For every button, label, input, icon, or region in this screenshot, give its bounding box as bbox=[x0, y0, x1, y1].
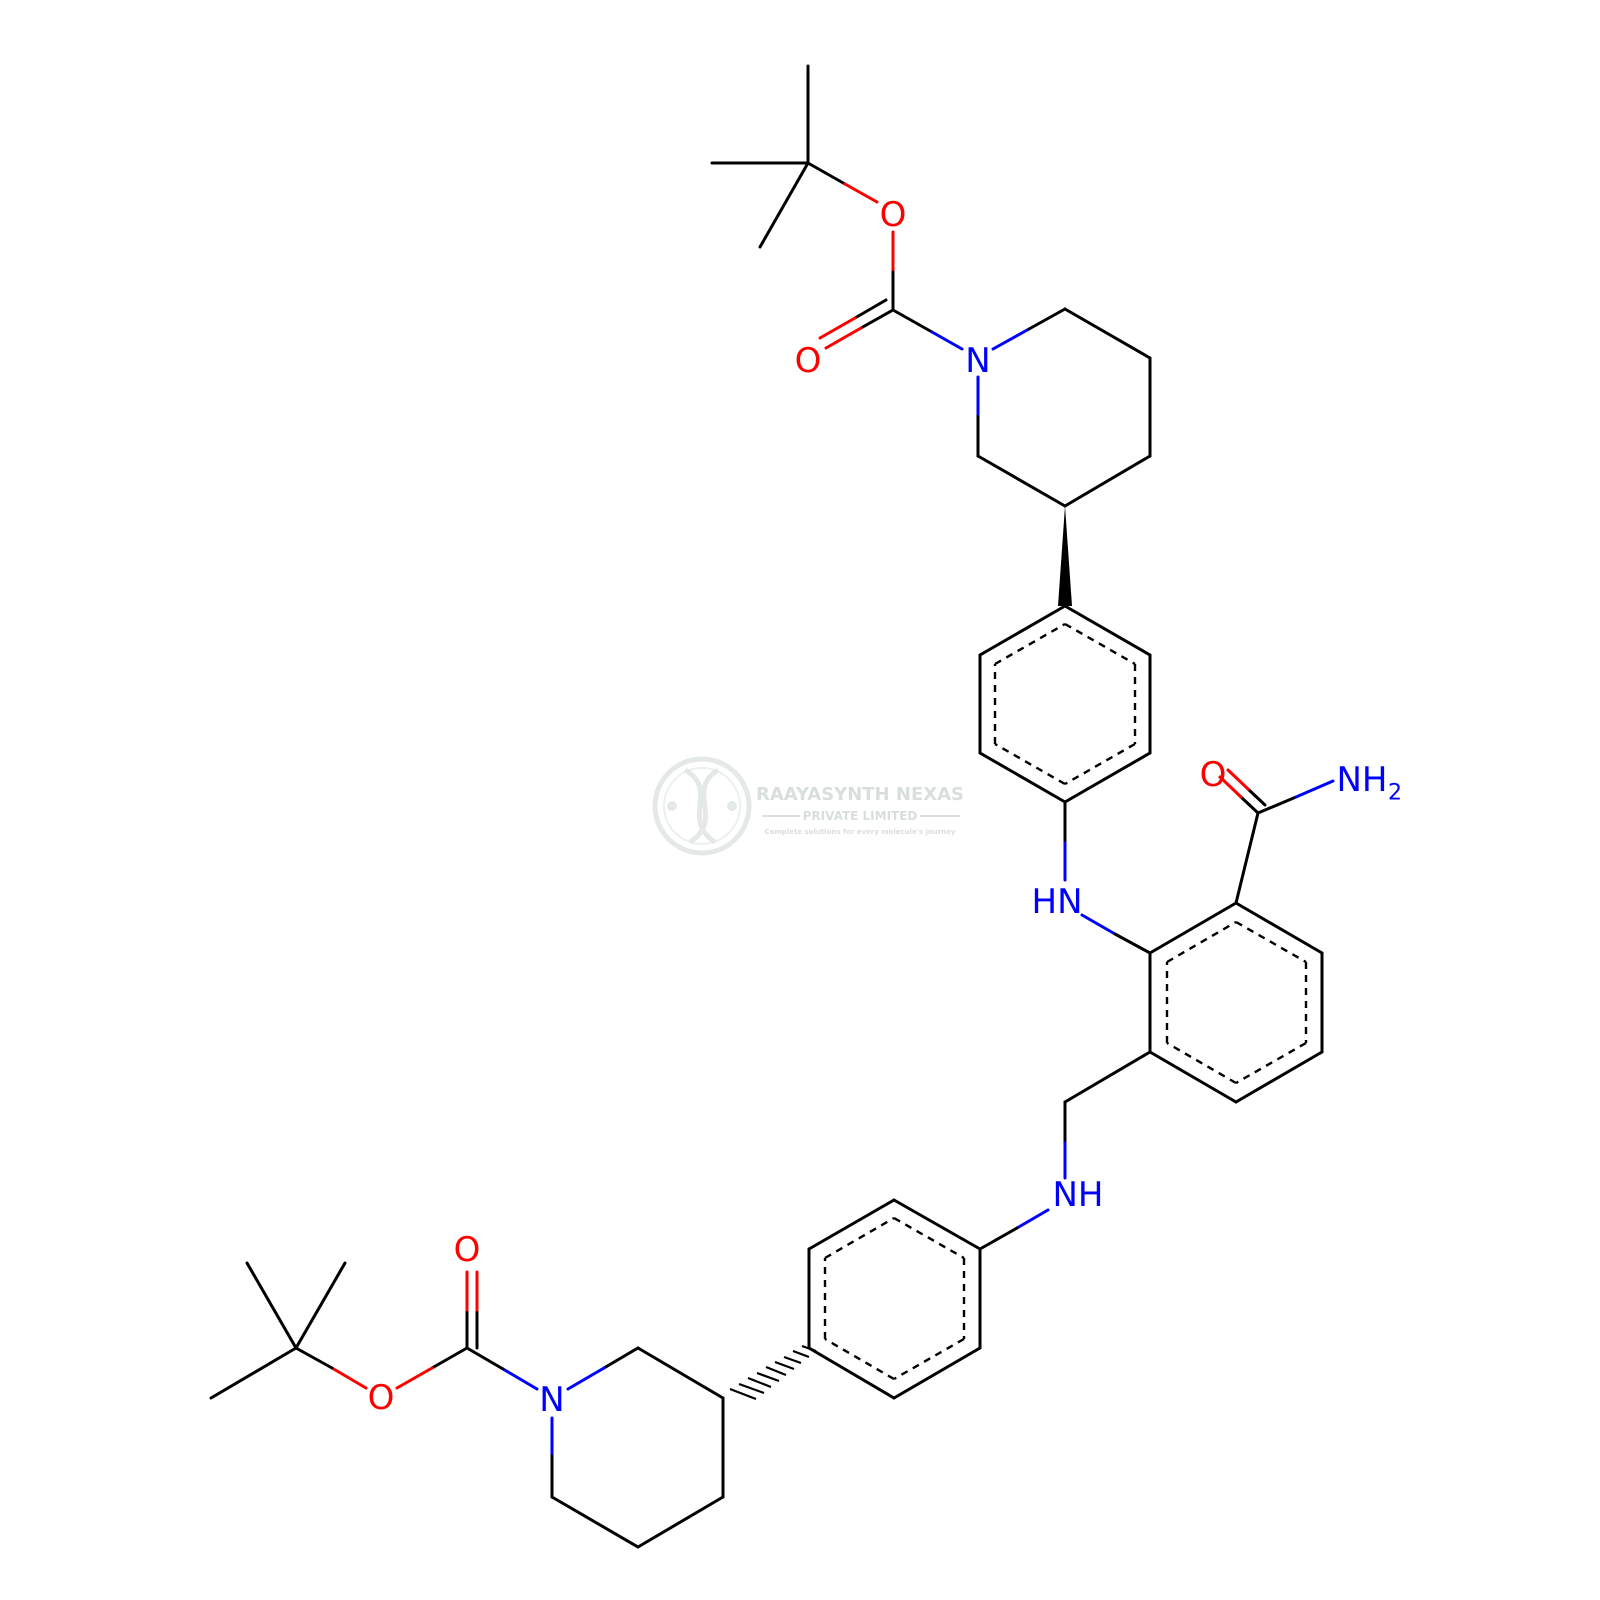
atom-nh-upper: HN bbox=[1032, 882, 1083, 922]
central-benzene-ring bbox=[1148, 901, 1324, 1104]
atom-o-top-ether: O bbox=[880, 195, 907, 235]
watermark-tagline: Complete solutions for every molecule's … bbox=[765, 828, 956, 836]
watermark-subtitle: PRIVATE LIMITED bbox=[803, 809, 918, 823]
bottom-carbamate bbox=[395, 1270, 539, 1391]
atom-nh-lower: NH bbox=[1053, 1175, 1104, 1215]
upper-phenyl-ring bbox=[978, 604, 1152, 804]
upper-amine-link bbox=[1063, 800, 1152, 955]
bottom-piperidine-ring bbox=[550, 1346, 725, 1549]
atom-n-bottom-piperidine: N bbox=[539, 1380, 564, 1420]
atom-nh2-subscript: 2 bbox=[1388, 781, 1402, 806]
atom-o-top-carbonyl: O bbox=[795, 341, 822, 381]
carboxamide-group bbox=[1218, 768, 1335, 905]
top-piperidine-ring bbox=[976, 307, 1152, 508]
benzylamine-link bbox=[978, 1050, 1152, 1251]
top-tert-butyl bbox=[710, 64, 879, 249]
bottom-tert-butyl bbox=[209, 1261, 368, 1400]
atom-o-amide: O bbox=[1200, 755, 1227, 795]
atom-n-top-piperidine: N bbox=[965, 341, 990, 381]
watermark-name: RAAYASYNTH NEXAS bbox=[756, 784, 964, 805]
bottom-hash-bond bbox=[729, 1344, 817, 1401]
top-carbamate bbox=[818, 230, 964, 351]
atom-o-bottom-ether: O bbox=[368, 1378, 395, 1418]
atom-nh2-amide: NH bbox=[1337, 760, 1388, 800]
watermark-logo bbox=[652, 756, 752, 856]
top-wedge-bond bbox=[1058, 506, 1072, 606]
atom-o-bottom-carbonyl: O bbox=[454, 1230, 481, 1270]
lower-phenyl-ring bbox=[807, 1198, 982, 1400]
